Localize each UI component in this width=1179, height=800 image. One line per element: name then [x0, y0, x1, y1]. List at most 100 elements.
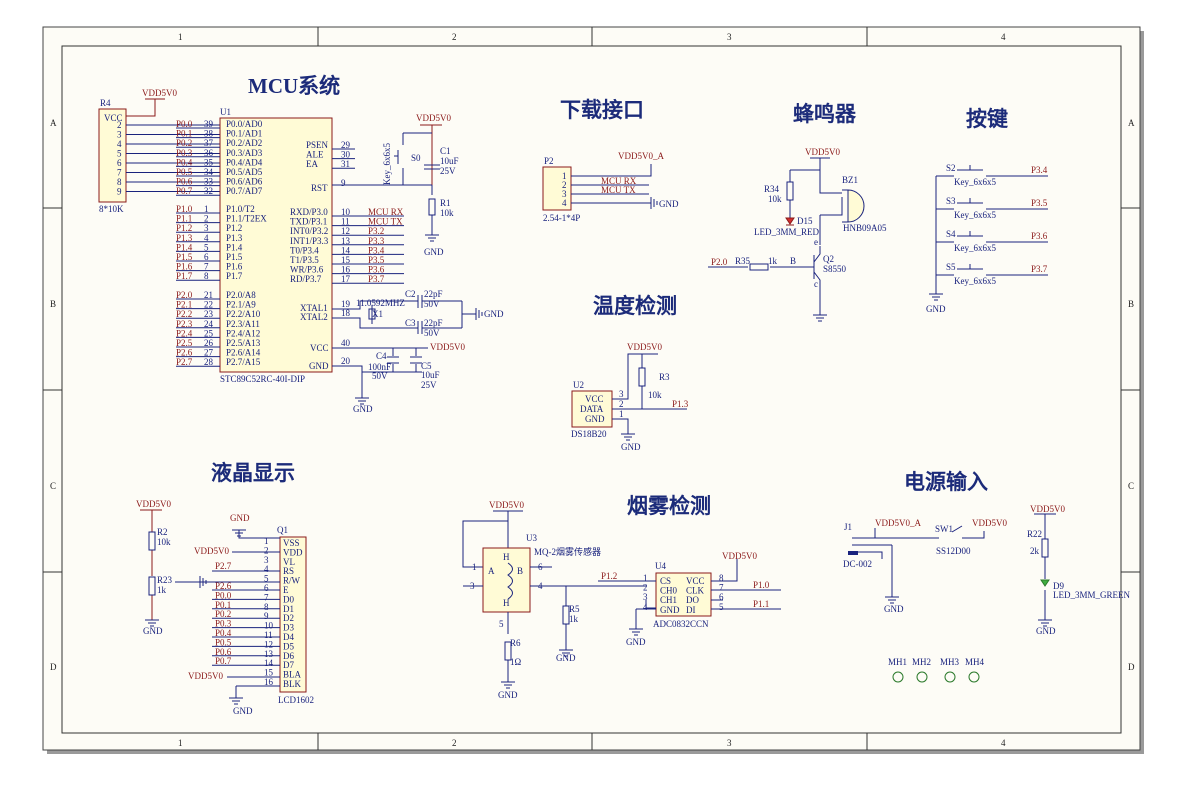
- bz-ref: BZ1: [842, 175, 858, 185]
- hole-icon: [944, 671, 956, 683]
- adc-body: [655, 572, 712, 617]
- smoke-vdd: VDD5V0: [489, 500, 524, 510]
- lcd-pin-name: D5: [283, 641, 294, 651]
- mcu-pin-num: 27: [204, 348, 214, 358]
- row-label: A: [1128, 118, 1135, 128]
- buzzer-section: VDD5V0 R34 10k D15 LED_3MM_RED BZ1 HNB09…: [708, 147, 887, 322]
- key-net: P3.4: [1031, 165, 1048, 175]
- mcu-pin-num: 25: [204, 328, 214, 338]
- mcu-pin-name: P0.2/AD2: [226, 138, 262, 148]
- mcu-pin-name: P0.6/AD6: [226, 177, 263, 187]
- lcd-net: P0.7: [215, 656, 232, 666]
- title-mcu: MCU系统: [248, 74, 340, 98]
- hole-icon: [916, 671, 928, 683]
- mcu-pin-name: GND: [309, 361, 329, 371]
- title-keys: 按键: [966, 107, 1008, 131]
- mcu-pin-name: WR/P3.6: [290, 265, 324, 275]
- r5-val: 1k: [569, 614, 579, 624]
- mcu-pin-num: 19: [341, 299, 351, 309]
- mcu-pin-name: P0.1/AD1: [226, 129, 262, 139]
- lcd-pin-name: D6: [283, 651, 294, 661]
- mcu-net-port1: P1.0: [176, 204, 193, 214]
- bz-vdd: VDD5V0: [805, 147, 840, 157]
- lcd-net: P0.0: [215, 590, 232, 600]
- adc-pin-num: 5: [719, 602, 724, 612]
- reset-gnd: GND: [424, 247, 444, 257]
- r6-val: 1Ω: [510, 657, 522, 667]
- mcu-pin-num: 30: [341, 150, 351, 160]
- title-download: 下载接口: [560, 98, 644, 122]
- adc-pin-name: DI: [686, 605, 696, 615]
- lcd-pin-num: 14: [264, 658, 274, 668]
- r4-pin-num: 4: [117, 139, 122, 149]
- smoke-section: VDD5V0 U3 MQ-2烟雾传感器 A B H H 1 3 6 4 5 R5…: [462, 500, 781, 700]
- key-net: P3.6: [1031, 231, 1048, 241]
- c5-val: 10uF: [421, 370, 440, 380]
- col-label: 3: [727, 738, 732, 748]
- mcu-pin-num: 36: [204, 148, 214, 158]
- mcu-net-port0: P0.5: [176, 167, 193, 177]
- mcu-pin-num: 20: [341, 356, 351, 366]
- mcu-pin-name: P1.7: [226, 271, 243, 281]
- c2-volt: 50V: [424, 299, 440, 309]
- mcu-net-port1: P1.6: [176, 262, 193, 272]
- u3-pin: 4: [538, 581, 543, 591]
- mcu-pin-num: 6: [204, 252, 209, 262]
- adc-pin-name: DO: [686, 595, 699, 605]
- r1-val: 10k: [440, 208, 454, 218]
- keys-gnd: GND: [926, 304, 946, 314]
- mcu-pin-num: 32: [204, 186, 213, 196]
- u2-ref: U2: [573, 380, 584, 390]
- p2-pin: 4: [562, 198, 567, 208]
- lcd-pin-num: 2: [264, 545, 269, 555]
- dl-gnd: GND: [659, 199, 679, 209]
- smoke-gnd-r5: GND: [556, 653, 576, 663]
- r2-val: 10k: [157, 537, 171, 547]
- lcd-pin-num: 12: [264, 639, 273, 649]
- mcu-pin-num: 10: [341, 207, 351, 217]
- lcd-net: P0.6: [215, 647, 232, 657]
- mcu-pin-name: P1.5: [226, 252, 243, 262]
- row-label: D: [50, 662, 57, 672]
- mcu-pin-num: 40: [341, 338, 351, 348]
- u3-h: H: [503, 552, 510, 562]
- lcd-pin-name: D4: [283, 632, 294, 642]
- mcu-net-port0: P0.2: [176, 138, 192, 148]
- u3-b: B: [517, 566, 523, 576]
- lcd-net: P2.6: [215, 581, 232, 591]
- s0-ref: S0: [411, 153, 421, 163]
- lcd-pin-name: D7: [283, 660, 294, 670]
- mcu-pin-name: P1.4: [226, 242, 243, 252]
- mcu-pin-num: 35: [204, 157, 214, 167]
- bz-p20: P2.0: [711, 257, 728, 267]
- mcu-pin-name: P1.1/T2EX: [226, 214, 267, 224]
- lcd-pin-name: BLK: [283, 679, 302, 689]
- lcd-ref: Q1: [277, 525, 288, 535]
- mcu-pin-name: P0.0/AD0: [226, 119, 263, 129]
- lcd-pin-name: VDD: [283, 547, 303, 557]
- mcu-pin-num: 21: [204, 290, 213, 300]
- mcu-pin-num: 16: [341, 265, 351, 275]
- mcu-net-port2: P2.0: [176, 290, 193, 300]
- lcd-net: P0.3: [215, 619, 232, 629]
- hole-label: MH2: [912, 657, 931, 667]
- d9-ref: D9: [1053, 581, 1064, 591]
- row-label: B: [50, 299, 56, 309]
- r6-ref: R6: [510, 638, 521, 648]
- u2-body: [571, 390, 613, 428]
- mcu-net-port2: P2.1: [176, 300, 192, 310]
- lcd-gnd-bottom: GND: [233, 706, 253, 716]
- p2-pin: 2: [562, 180, 567, 190]
- mcu-pin-name: P2.4/A12: [226, 328, 260, 338]
- pw-gnd: GND: [884, 604, 904, 614]
- r4-pin-num: 5: [117, 149, 122, 159]
- mcu-pin-num: 12: [341, 226, 350, 236]
- c1-ref: C1: [440, 146, 451, 156]
- mounting-holes: MH1 MH2 MH3 MH4: [888, 657, 985, 683]
- row-label: B: [1128, 299, 1134, 309]
- row-label: A: [50, 118, 57, 128]
- smoke-gnd-r6: GND: [498, 690, 518, 700]
- section-titles: MCU系统 下载接口 蜂鸣器 按键 温度检测 液晶显示 烟雾检测 电源输入: [211, 74, 1008, 518]
- sw1-ref: SW1: [935, 524, 953, 534]
- r3-val: 10k: [648, 390, 662, 400]
